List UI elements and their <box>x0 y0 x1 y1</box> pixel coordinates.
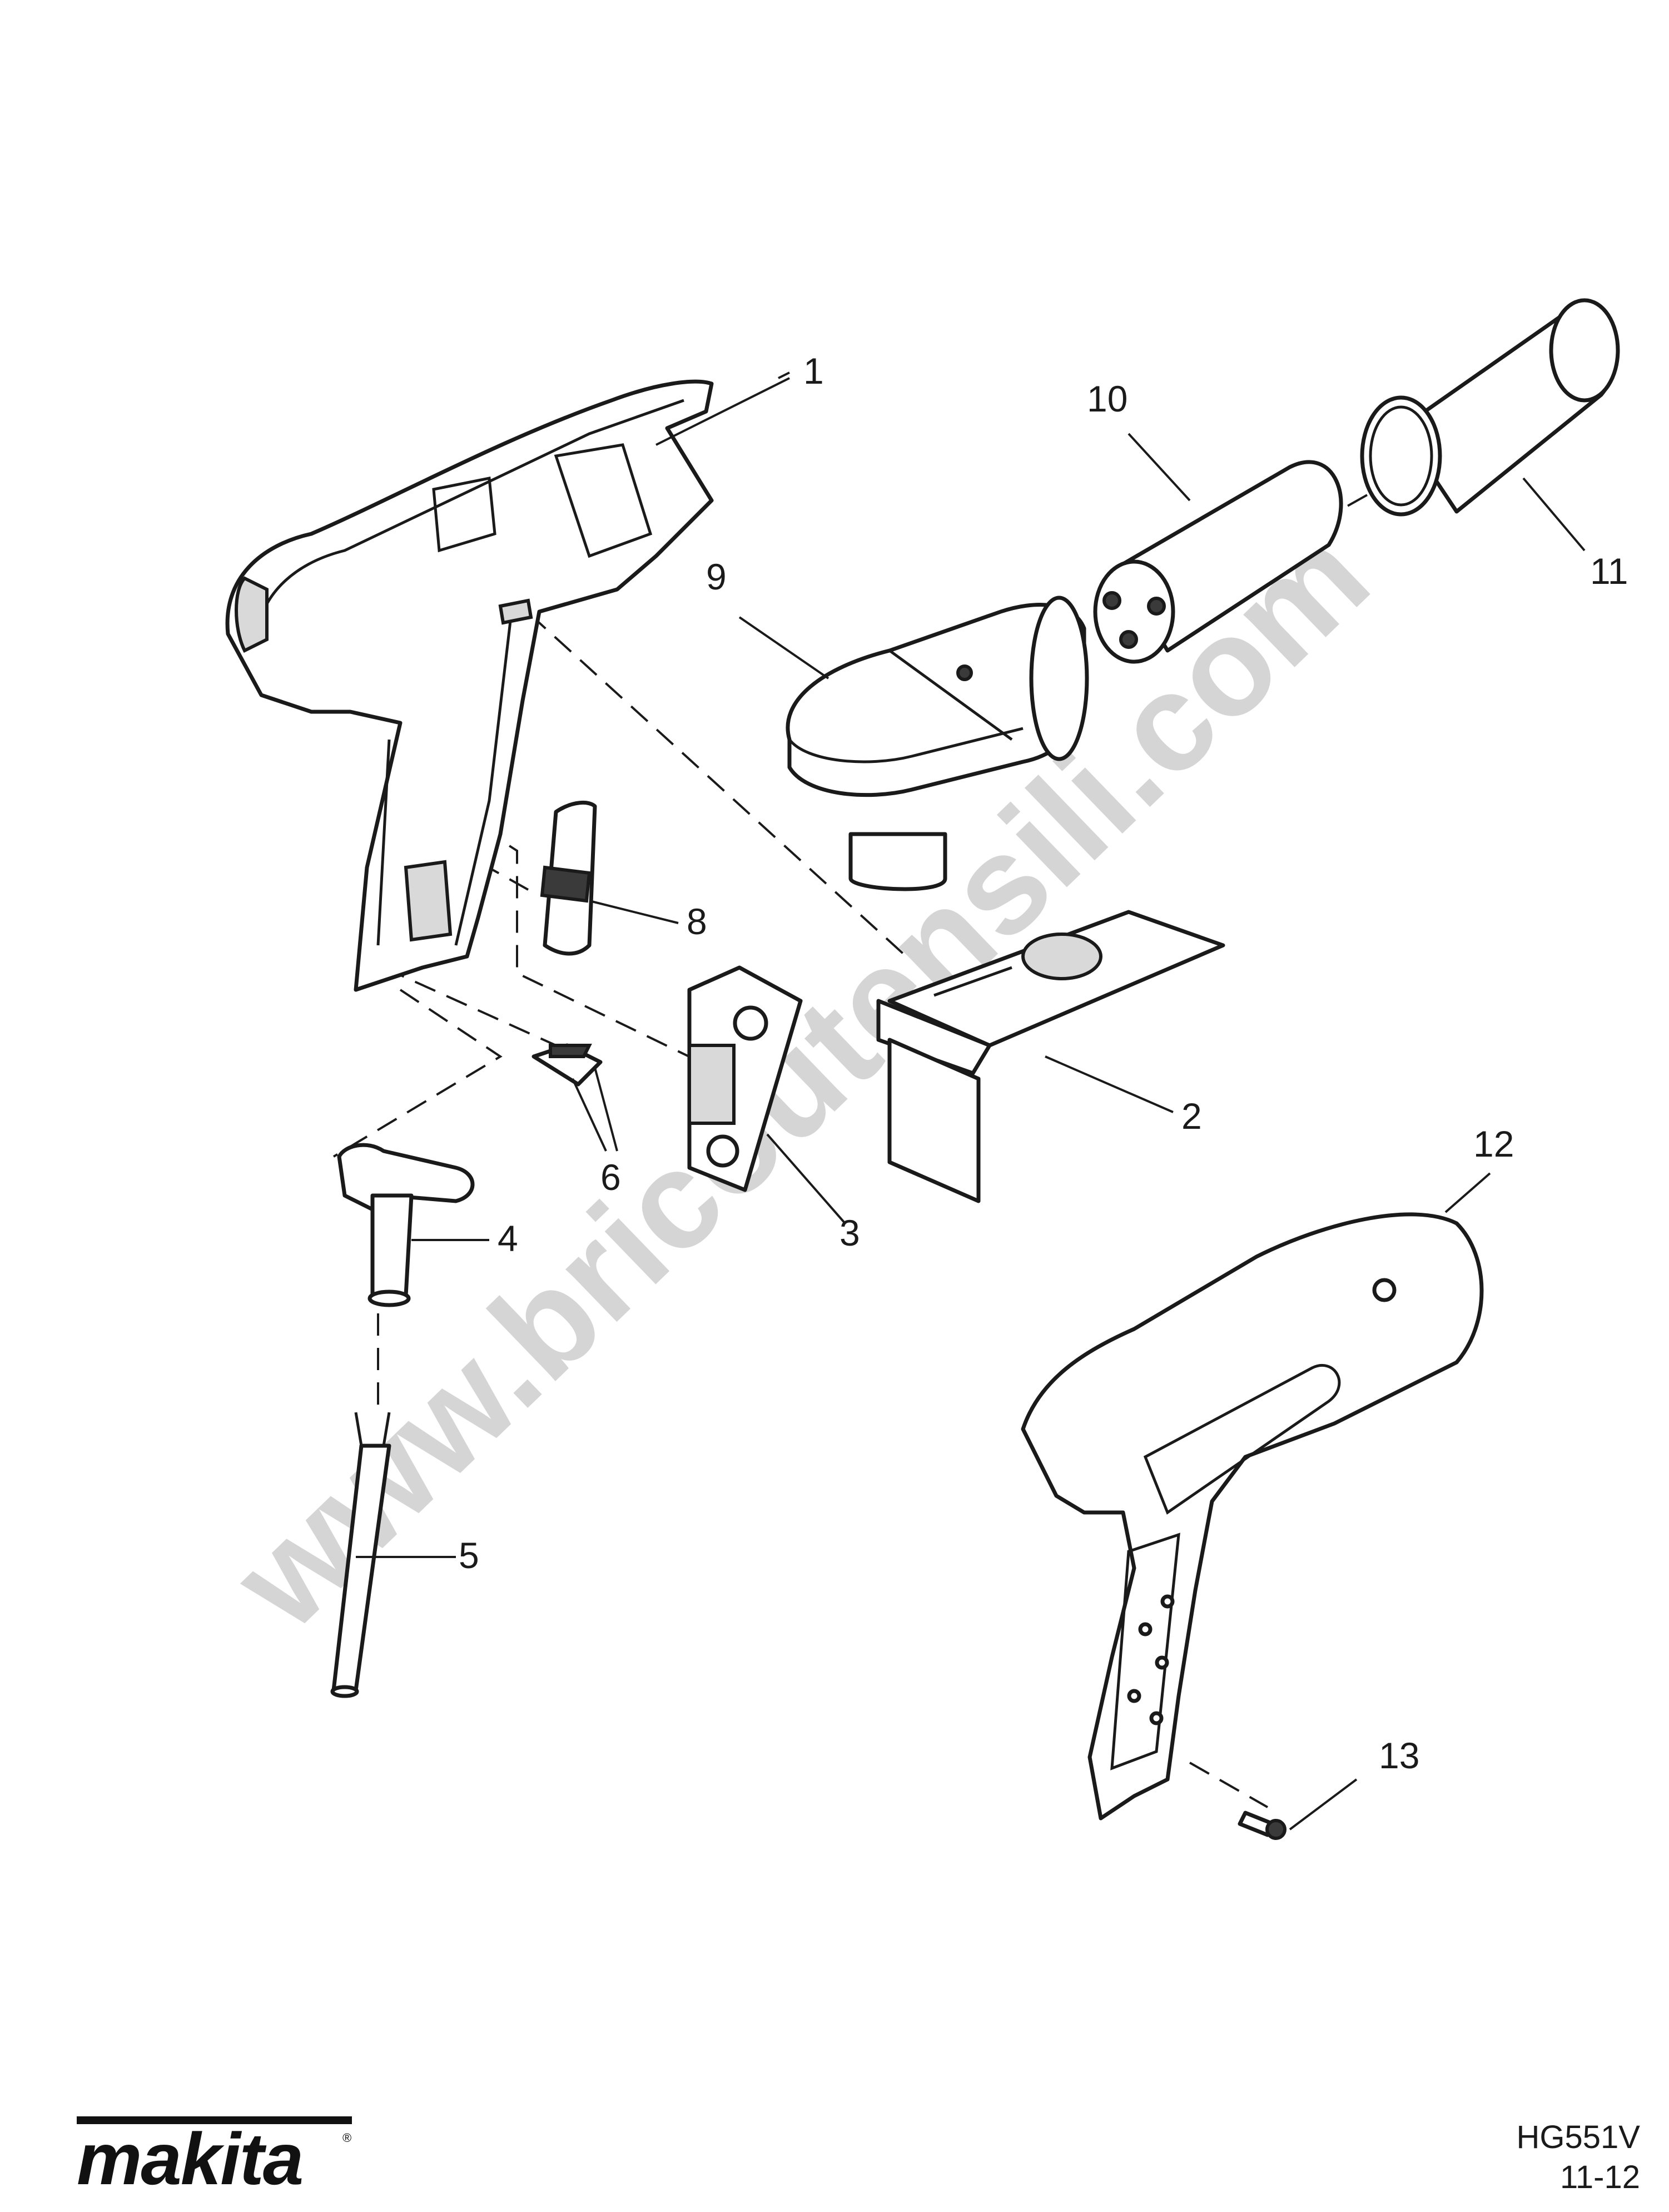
callout-8: 8 <box>687 901 707 942</box>
callout-12: 12 <box>1473 1123 1514 1164</box>
part-8-slide-switch <box>540 800 597 956</box>
part-12-housing-half <box>1021 1212 1484 1821</box>
model-number: HG551V <box>1516 2119 1640 2155</box>
callout-5: 5 <box>459 1535 479 1576</box>
callout-1: 1 <box>803 350 824 391</box>
revision-date: 11-12 <box>1559 2159 1640 2195</box>
callout-9: 9 <box>706 556 727 597</box>
part-1-housing-half <box>225 379 714 992</box>
part-11-nozzle-tube <box>1360 298 1620 517</box>
leader-lines <box>356 371 1586 1831</box>
part-6-clips <box>532 1043 603 1087</box>
callout-10: 10 <box>1087 378 1127 419</box>
registered-mark: ® <box>342 2131 351 2145</box>
model-block: HG551V 11-12 <box>1517 2117 1640 2198</box>
callout-3: 3 <box>840 1212 860 1253</box>
part-5-power-cord <box>330 1412 391 1698</box>
makita-logo: makita ® <box>77 2116 352 2191</box>
logo-text: makita <box>77 2118 302 2191</box>
callout-labels: 1 2 3 4 5 6 8 9 10 11 12 13 <box>459 350 1628 1776</box>
part-10-heating-element <box>1093 460 1343 664</box>
part-13-screw <box>1238 1811 1286 1840</box>
callout-2: 2 <box>1181 1095 1202 1137</box>
callout-4: 4 <box>498 1218 518 1259</box>
part-3-switch-unit <box>687 965 803 1192</box>
part-2-switch-cover <box>876 910 1225 1203</box>
callout-13: 13 <box>1379 1735 1419 1776</box>
callout-11: 11 <box>1590 550 1628 592</box>
part-9-blower-housing <box>786 596 1089 891</box>
part-4-cord-guard <box>337 1143 475 1307</box>
callout-6: 6 <box>600 1157 621 1198</box>
